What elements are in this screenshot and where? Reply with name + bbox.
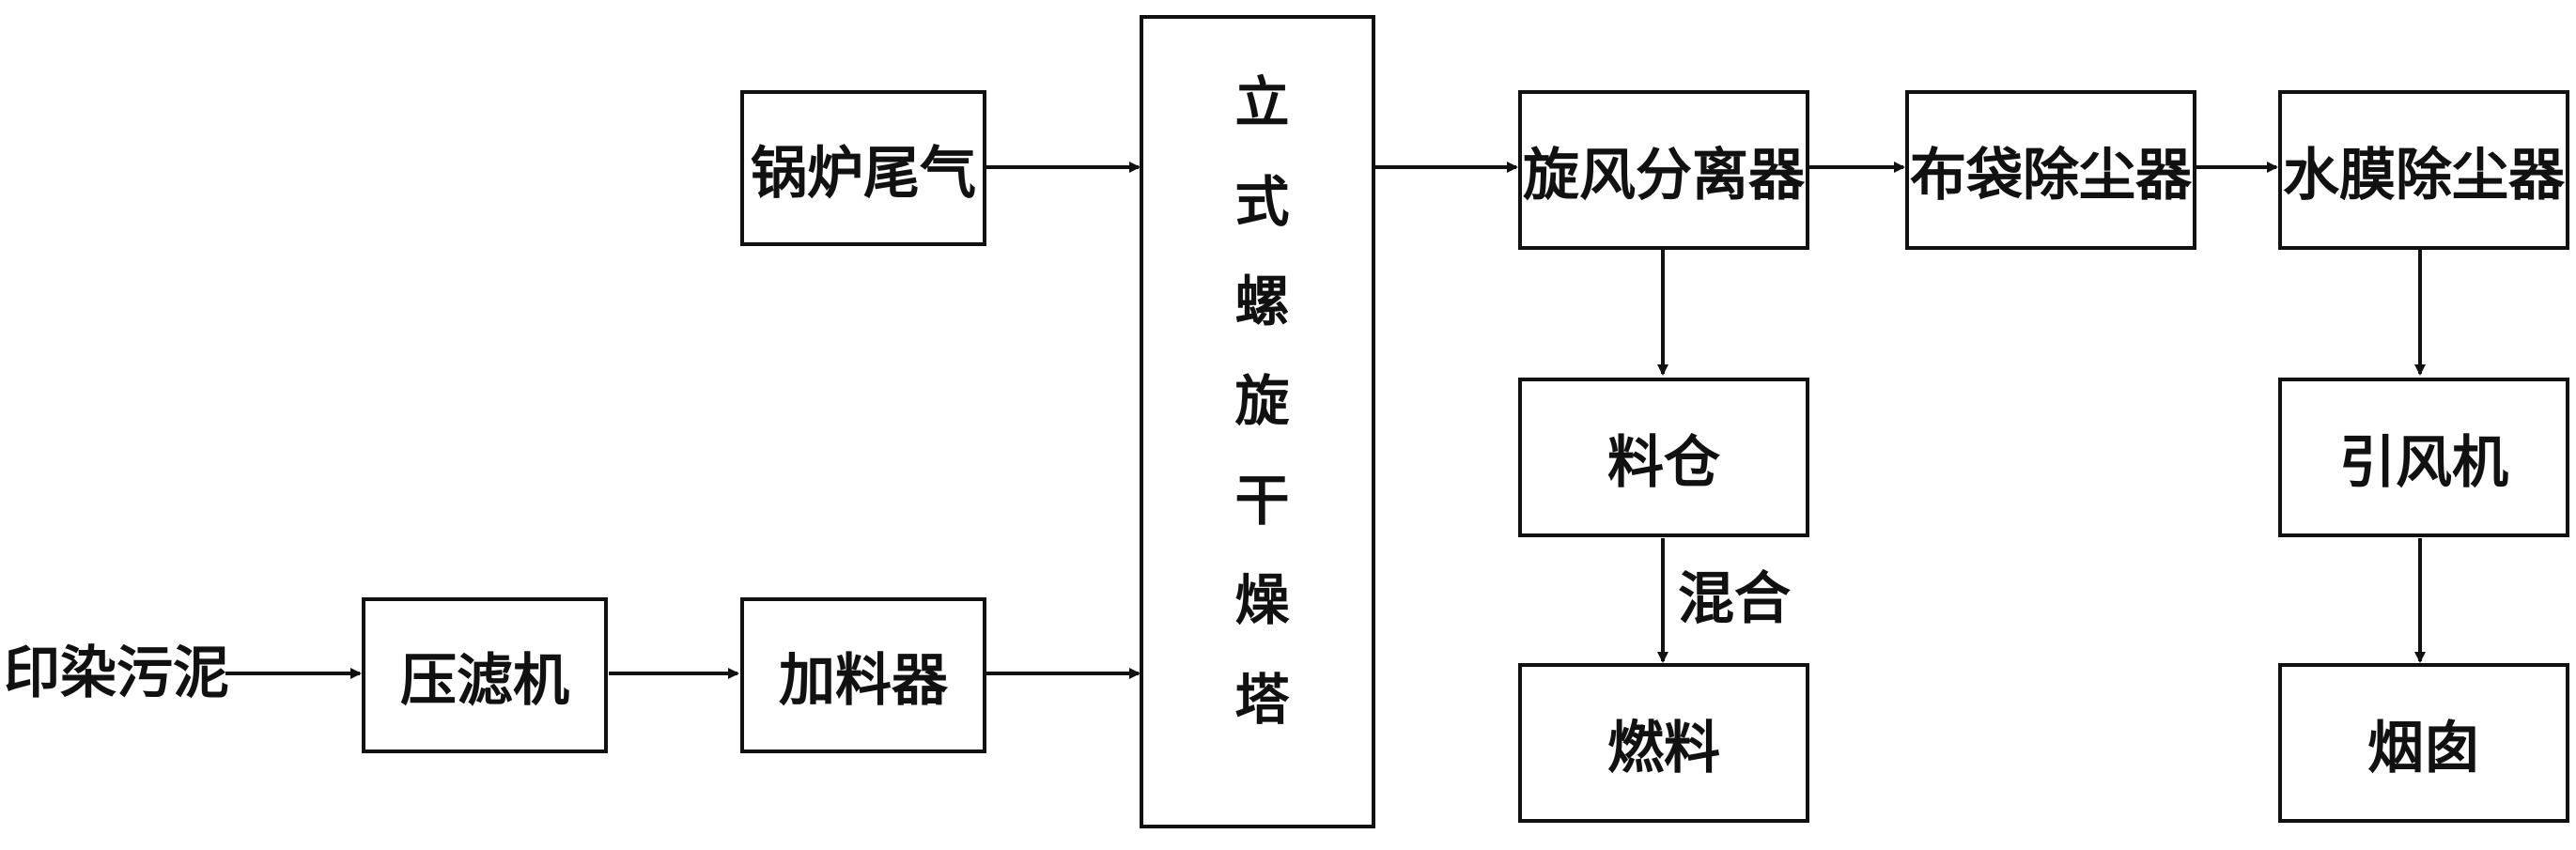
- node-feeder-label: 加料器: [779, 647, 948, 714]
- edges: [225, 162, 2426, 679]
- node-cyclone: 旋风分离器: [1518, 90, 1809, 250]
- edge-label-mix: 混合: [1678, 566, 1791, 632]
- node-chimney-label: 烟囱: [2367, 715, 2480, 781]
- node-source-sludge: 印染污泥: [4, 641, 229, 706]
- node-water-film: 水膜除尘器: [2278, 90, 2569, 250]
- node-filter-press-label: 压滤机: [400, 647, 569, 714]
- node-silo: 料仓: [1518, 378, 1809, 537]
- node-fuel-label: 燃料: [1607, 715, 1720, 781]
- node-filter-press: 压滤机: [362, 597, 608, 753]
- node-chimney: 烟囱: [2278, 663, 2569, 823]
- node-water-film-label: 水膜除尘器: [2283, 142, 2565, 209]
- node-silo-label: 料仓: [1607, 429, 1720, 496]
- node-fuel: 燃料: [1518, 663, 1809, 823]
- node-cyclone-label: 旋风分离器: [1523, 142, 1805, 209]
- node-dryer-tower-label: 立式螺旋干燥塔: [1225, 73, 1290, 770]
- node-bag-filter: 布袋除尘器: [1905, 90, 2196, 250]
- node-boiler-exhaust: 锅炉尾气: [740, 90, 986, 246]
- node-induced-fan: 引风机: [2278, 378, 2569, 537]
- node-bag-filter-label: 布袋除尘器: [1910, 142, 2192, 209]
- node-boiler-exhaust-label: 锅炉尾气: [751, 140, 976, 207]
- node-induced-fan-label: 引风机: [2339, 429, 2508, 496]
- node-dryer-tower: 立式螺旋干燥塔: [1140, 15, 1375, 828]
- node-feeder: 加料器: [740, 597, 986, 753]
